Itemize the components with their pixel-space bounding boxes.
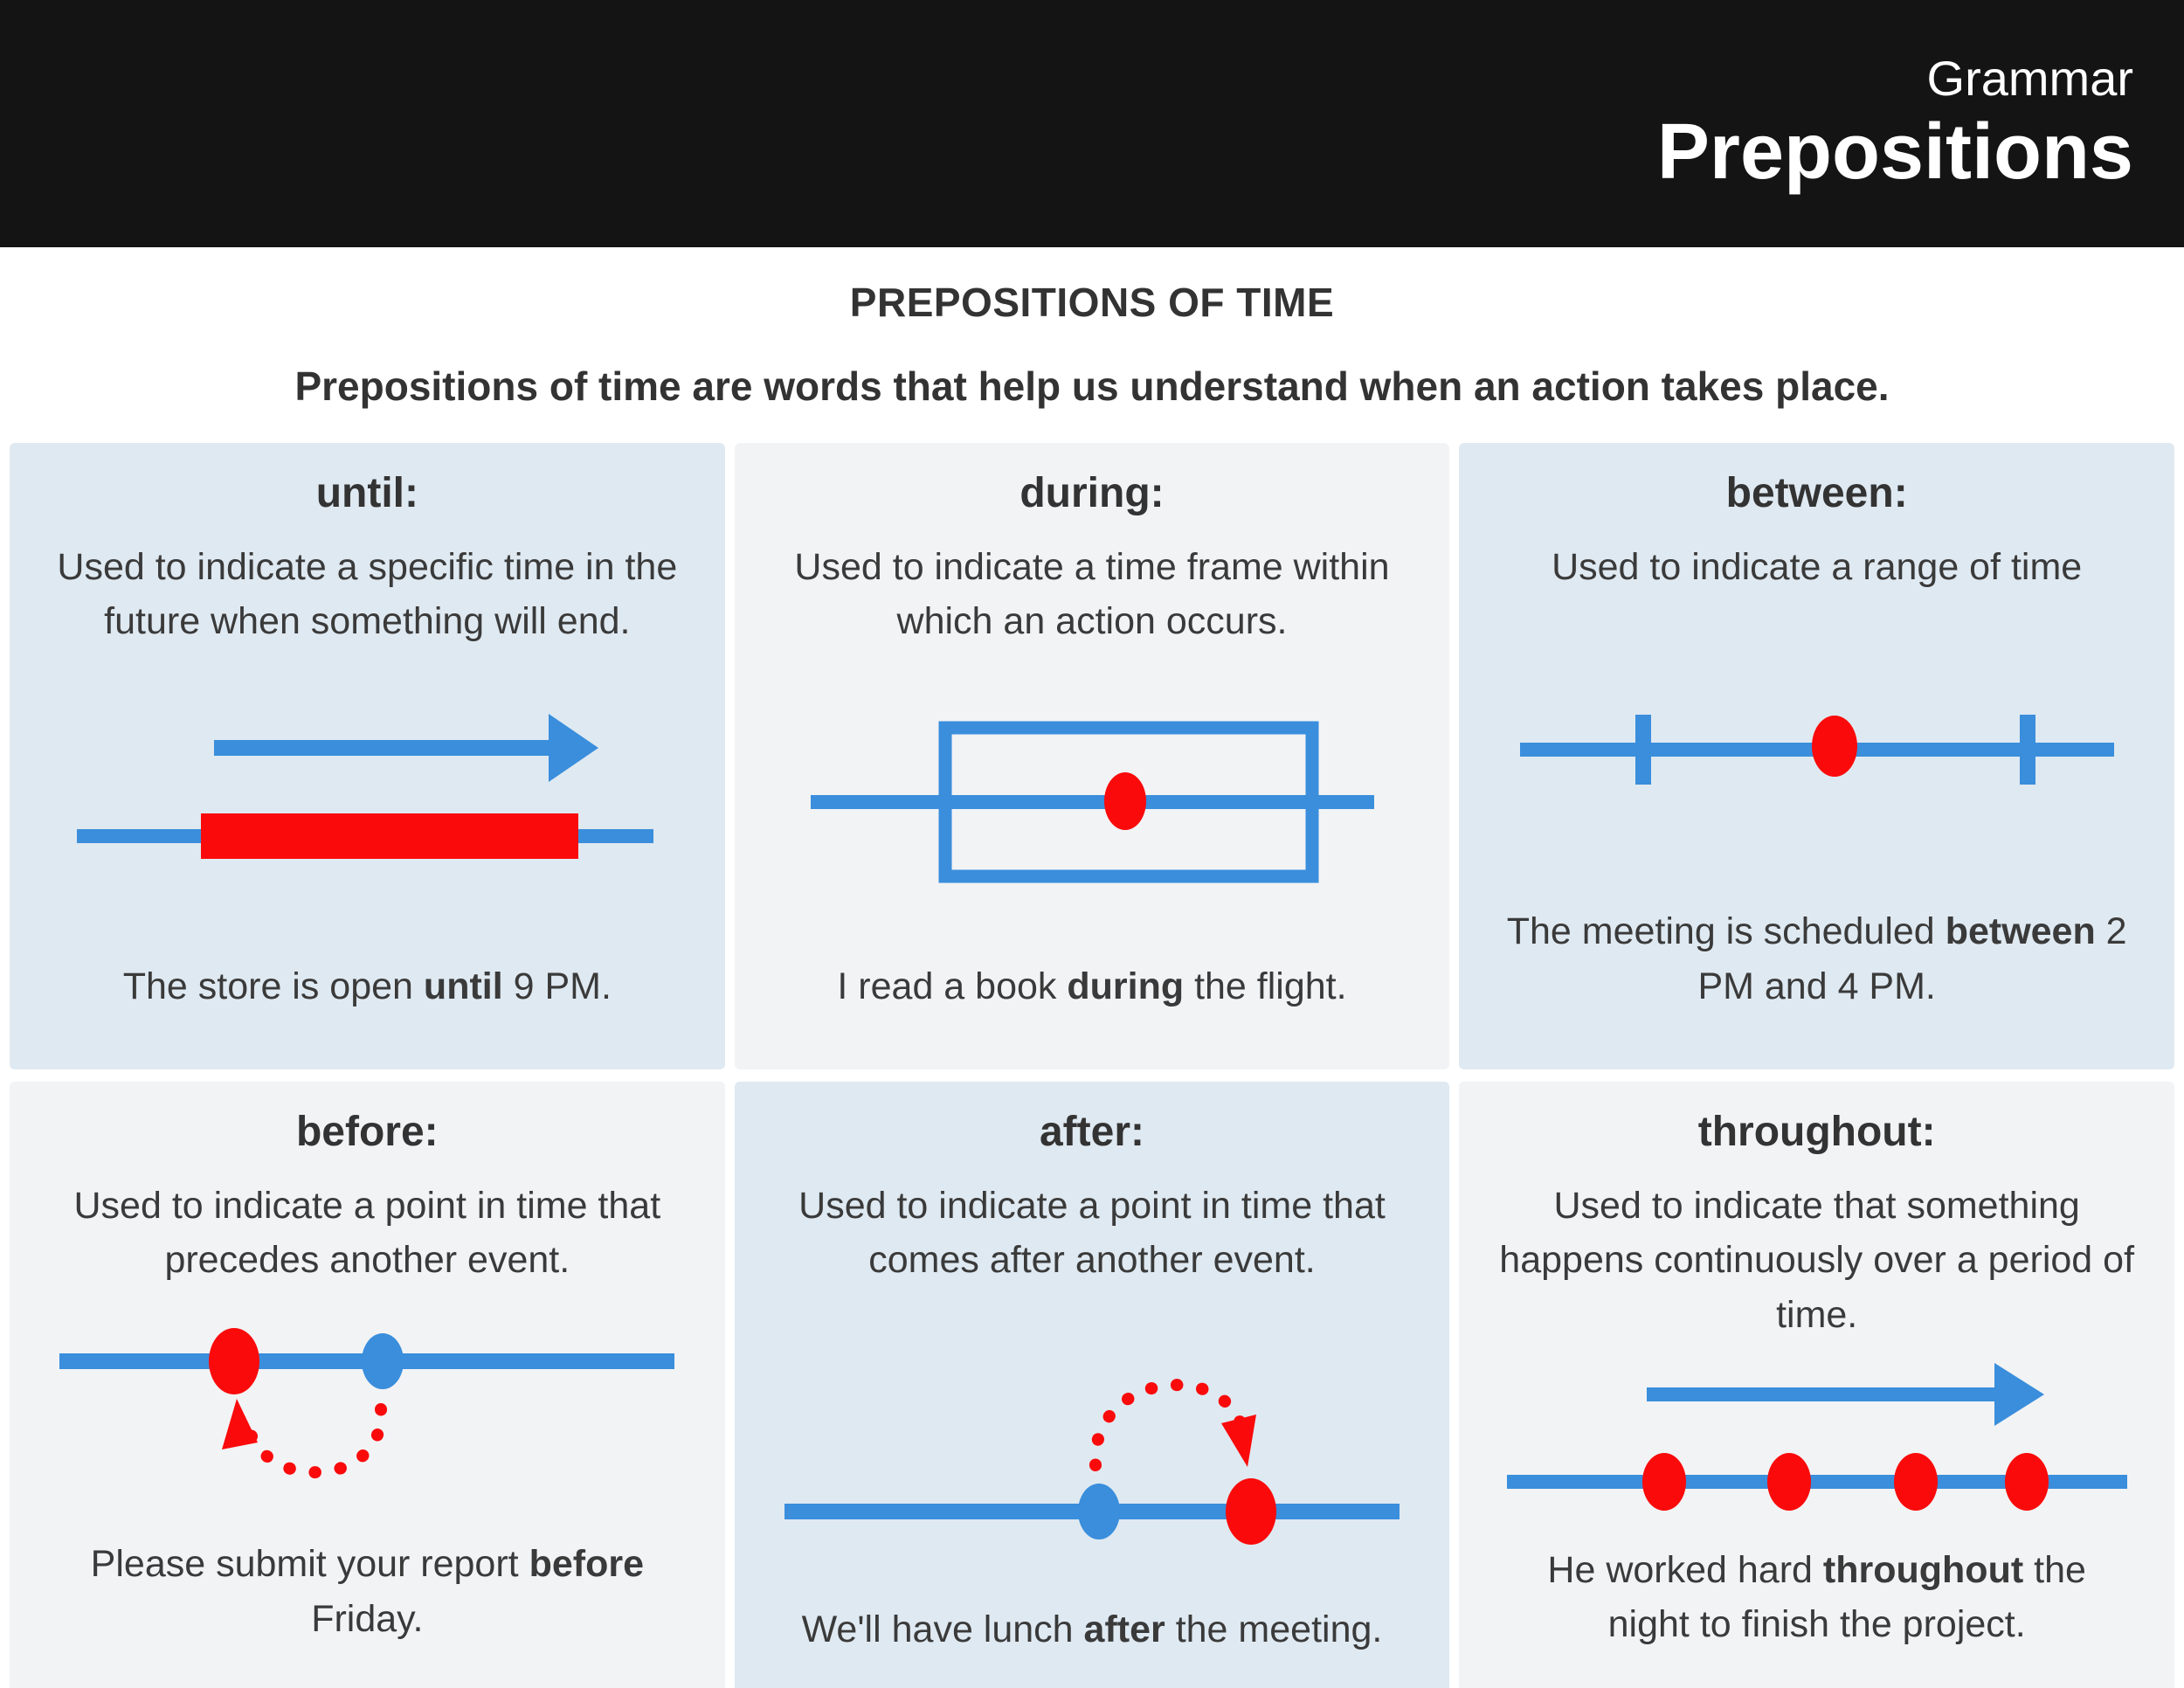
example-text: The meeting is scheduled	[1506, 910, 1946, 953]
event-dot	[1893, 1453, 1938, 1512]
example-text: The store is open	[122, 965, 424, 1007]
elapsed-duration-bar-with-forward-arrow-icon	[77, 714, 654, 860]
example-keyword: throughout	[1822, 1549, 2024, 1592]
card-definition: Used to indicate a point in time that co…	[798, 1185, 1386, 1282]
card-example: Please submit your report before Friday.	[10, 1537, 725, 1646]
card-definition: Used to indicate a range of time	[1552, 546, 2083, 588]
timeline-line	[810, 795, 1374, 810]
example-text: Please submit your report	[90, 1543, 529, 1586]
card-after: after: Used to indicate a point in time …	[734, 1082, 1450, 1688]
example-text: the night to finish the project.	[1607, 1549, 2086, 1646]
card-term: during:	[1019, 470, 1165, 516]
card-between: between: Used to indicate a range of tim…	[1459, 443, 2174, 1069]
card-definition: Used to indicate that something happens …	[1499, 1185, 2135, 1336]
card-during: during: Used to indicate a time frame wi…	[734, 443, 1450, 1069]
range-tick-start	[1635, 714, 1651, 785]
example-text: 9 PM.	[502, 965, 612, 1007]
arc-arrow-head-icon	[1220, 1414, 1256, 1467]
header-eyebrow: Grammar	[1926, 51, 2133, 107]
example-keyword: before	[529, 1543, 644, 1586]
example-text: He worked hard	[1547, 1549, 1823, 1592]
time-frame-box-icon	[810, 721, 1374, 883]
card-example: He worked hard throughout the night to f…	[1459, 1543, 2174, 1652]
target-event-dot	[209, 1327, 260, 1394]
section-subtitle: Prepositions of time are words that help…	[294, 363, 1890, 409]
card-example: The meeting is scheduled between 2 PM an…	[1459, 904, 2174, 1013]
section-title: PREPOSITIONS OF TIME	[849, 280, 1335, 325]
example-text: 2 PM and 4 PM.	[1697, 910, 2127, 1007]
forward-arrow-head-icon	[1994, 1363, 2044, 1427]
example-keyword: during	[1067, 965, 1185, 1007]
example-text: We'll have lunch	[801, 1608, 1084, 1650]
reference-event-dot	[362, 1332, 404, 1389]
range-tick-end	[2019, 714, 2035, 785]
card-example: The store is open until 9 PM.	[78, 959, 657, 1013]
during-diagram	[735, 649, 1450, 959]
card-term: until:	[315, 470, 418, 516]
backward-arc-icon	[59, 1327, 675, 1478]
example-text: the flight.	[1184, 965, 1347, 1007]
example-text: the meeting.	[1165, 1608, 1383, 1650]
continuous-dots-with-forward-arrow-icon	[1506, 1363, 2127, 1512]
card-definition: Used to indicate a time frame within whi…	[794, 546, 1390, 643]
throughout-diagram	[1459, 1342, 2174, 1543]
duration-bar	[201, 813, 579, 860]
event-dot	[1641, 1453, 1686, 1512]
example-keyword: between	[1945, 910, 2096, 953]
card-example: We'll have lunch after the meeting.	[757, 1602, 1428, 1657]
range-ticks-icon	[1519, 714, 2114, 785]
arc-arrow-head-icon	[222, 1398, 259, 1449]
card-example: I read a book during the flight.	[791, 959, 1392, 1013]
until-diagram	[10, 649, 725, 959]
intro-section: PREPOSITIONS OF TIME Prepositions of tim…	[0, 279, 2184, 410]
backward-arc-path	[242, 1402, 388, 1478]
page-title: Prepositions	[1656, 108, 2133, 197]
example-text: I read a book	[837, 965, 1068, 1007]
forward-arrow-shaft	[1646, 1387, 1996, 1402]
card-term: throughout:	[1697, 1109, 1936, 1155]
event-dot	[1811, 715, 1857, 777]
card-term: between:	[1725, 470, 1908, 516]
card-term: after:	[1039, 1109, 1144, 1155]
event-dot	[1103, 772, 1146, 831]
card-definition: Used to indicate a specific time in the …	[57, 546, 678, 643]
example-keyword: after	[1083, 1608, 1165, 1650]
card-until: until: Used to indicate a specific time …	[10, 443, 725, 1069]
reference-event-dot	[1077, 1483, 1120, 1539]
page-header: Grammar Prepositions	[0, 0, 2184, 247]
card-throughout: throughout: Used to indicate that someth…	[1459, 1082, 2174, 1688]
event-dot	[1766, 1453, 1811, 1512]
card-before: before: Used to indicate a point in time…	[10, 1082, 725, 1688]
forward-arc-icon	[784, 1378, 1400, 1545]
after-diagram	[735, 1288, 1450, 1602]
between-diagram	[1459, 594, 2174, 904]
forward-arrow-head-icon	[549, 714, 599, 783]
target-event-dot	[1225, 1477, 1276, 1545]
cards-grid: until: Used to indicate a specific time …	[0, 443, 2184, 1688]
forward-arc-path	[1089, 1378, 1250, 1471]
before-diagram	[10, 1288, 725, 1538]
example-keyword: until	[423, 965, 503, 1007]
forward-arrow-shaft	[214, 740, 551, 757]
example-text: Friday.	[311, 1597, 424, 1640]
card-definition: Used to indicate a point in time that pr…	[73, 1185, 661, 1282]
event-dot	[2004, 1453, 2049, 1512]
card-term: before:	[295, 1109, 439, 1155]
